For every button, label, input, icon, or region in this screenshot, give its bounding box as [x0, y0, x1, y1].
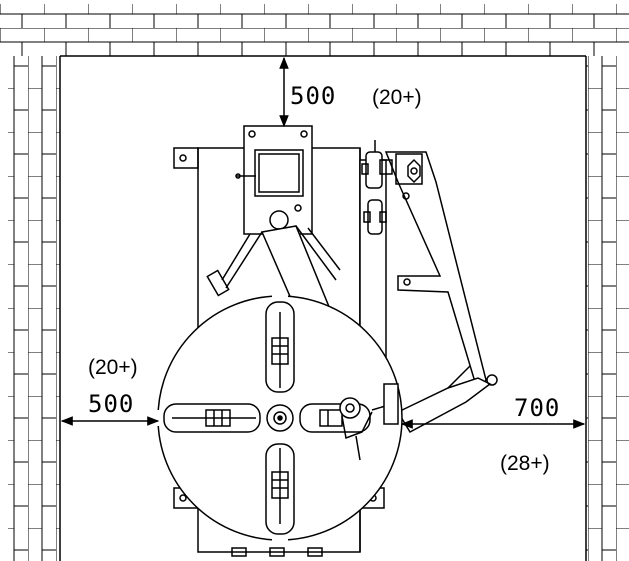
dimension-right: 700 (28+)	[400, 394, 586, 475]
dimension-left-inches: (20+)	[88, 356, 138, 379]
dimension-right-inches: (28+)	[500, 452, 550, 475]
dimension-right-mm: 700	[514, 394, 560, 422]
brick-wall	[0, 4, 629, 561]
dimension-top-mm: 500	[290, 82, 336, 110]
tire-changer-machine	[156, 125, 498, 557]
dimension-left: 500 (20+)	[60, 356, 160, 426]
dimension-left-mm: 500	[88, 390, 134, 418]
dimension-top: 500 (20+)	[279, 56, 422, 128]
dimension-top-inches: (20+)	[372, 86, 422, 109]
